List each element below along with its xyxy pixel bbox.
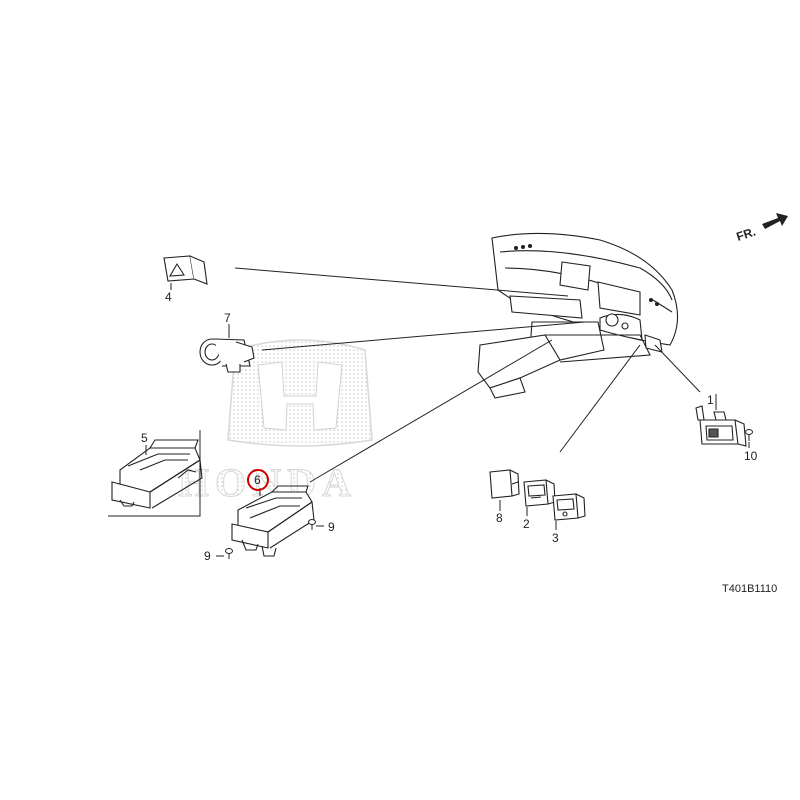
front-direction-indicator: FR.: [735, 213, 788, 244]
callout-1: 1: [707, 393, 714, 407]
callout-2: 2: [523, 517, 530, 531]
part-3-switch: [552, 493, 586, 521]
arrow-right-icon: [762, 213, 788, 229]
diagram-code: T401B1110: [722, 583, 777, 595]
dashboard-assembly: [477, 232, 679, 399]
callout-ticks: [145, 283, 750, 557]
part-9-screw-left: [225, 548, 233, 559]
honda-logo-watermark: HONDA: [178, 339, 373, 506]
direction-label: FR.: [735, 225, 758, 244]
callout-labels: 1 2 3 4 5 6 7 8 9 9 10: [141, 290, 758, 563]
callout-8: 8: [496, 511, 503, 525]
part-8-blank-cover: [489, 469, 520, 499]
part-6-window-switch: [231, 485, 315, 557]
part-7-engine-start-switch: [199, 338, 255, 373]
callout-7: 7: [224, 311, 231, 325]
callout-9-right: 9: [328, 520, 335, 534]
part-5-window-switch: [111, 439, 203, 509]
part-10-screw: [745, 429, 753, 441]
callout-6: 6: [254, 473, 261, 487]
callout-10: 10: [744, 449, 758, 463]
callout-9-left: 9: [204, 549, 211, 563]
part-4-hazard-switch: [163, 255, 208, 285]
callout-4: 4: [165, 290, 172, 304]
highlight-ring: [247, 469, 269, 491]
callout-3: 3: [552, 531, 559, 545]
part-1-switch-module: [695, 405, 747, 447]
part-9-screw-right: [308, 519, 316, 530]
watermark-text: HONDA: [178, 460, 357, 505]
callout-5: 5: [141, 431, 148, 445]
part-2-switch: [523, 479, 556, 507]
